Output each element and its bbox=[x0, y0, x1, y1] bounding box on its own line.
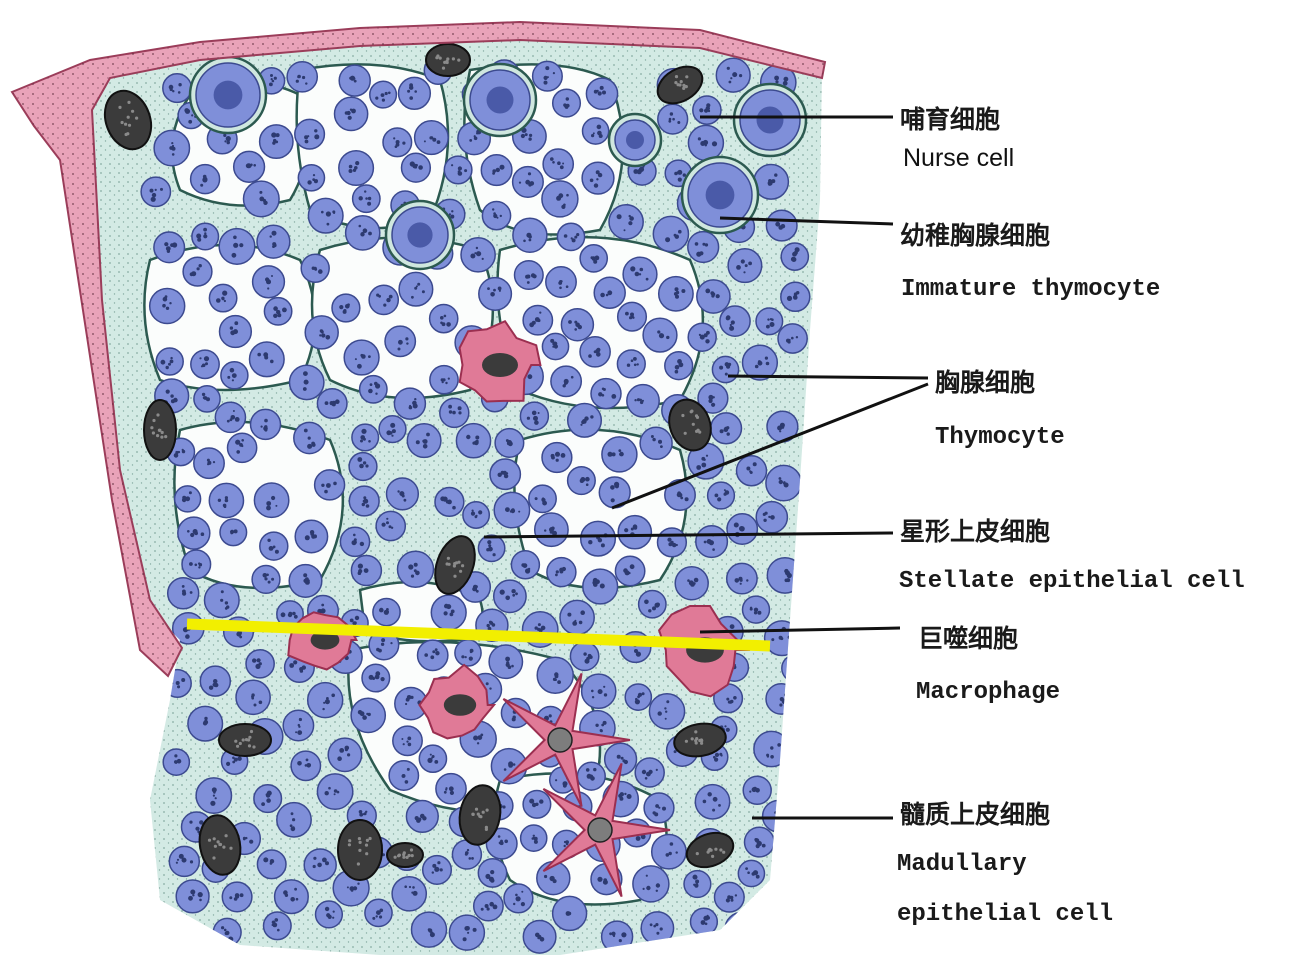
label-medullary-cn: 髓质上皮细胞 bbox=[900, 800, 1050, 829]
label-thymocyte: 胸腺细胞 Thymocyte bbox=[935, 368, 1065, 451]
label-medullary-epithelial-cell: 髓质上皮细胞 Madullary epithelial cell bbox=[897, 800, 1113, 928]
label-medullary-en-line1: Madullary bbox=[897, 851, 1027, 878]
label-thymocyte-en: Thymocyte bbox=[935, 424, 1065, 451]
label-stellate-cn: 星形上皮细胞 bbox=[900, 517, 1050, 546]
label-medullary-en-line2: epithelial cell bbox=[897, 901, 1113, 928]
label-immature-thymocyte-cn: 幼稚胸腺细胞 bbox=[900, 221, 1050, 250]
label-stellate-en: Stellate epithelial cell bbox=[899, 568, 1245, 595]
label-macrophage-cn: 巨噬细胞 bbox=[918, 624, 1018, 653]
label-stellate-epithelial-cell: 星形上皮细胞 Stellate epithelial cell bbox=[899, 517, 1245, 595]
leader-thymocyte-1 bbox=[728, 376, 928, 378]
label-immature-thymocyte-en: Immature thymocyte bbox=[901, 276, 1160, 303]
tissue bbox=[0, 0, 900, 978]
label-nurse-cell: 哺育细胞 Nurse cell bbox=[900, 105, 1014, 172]
label-macrophage-en: Macrophage bbox=[916, 679, 1060, 706]
label-macrophage: 巨噬细胞 Macrophage bbox=[916, 624, 1060, 706]
label-immature-thymocyte: 幼稚胸腺细胞 Immature thymocyte bbox=[900, 221, 1160, 303]
label-nurse-cell-en: Nurse cell bbox=[903, 144, 1014, 172]
label-nurse-cell-cn: 哺育细胞 bbox=[900, 105, 1000, 134]
label-thymocyte-cn: 胸腺细胞 bbox=[935, 368, 1035, 397]
